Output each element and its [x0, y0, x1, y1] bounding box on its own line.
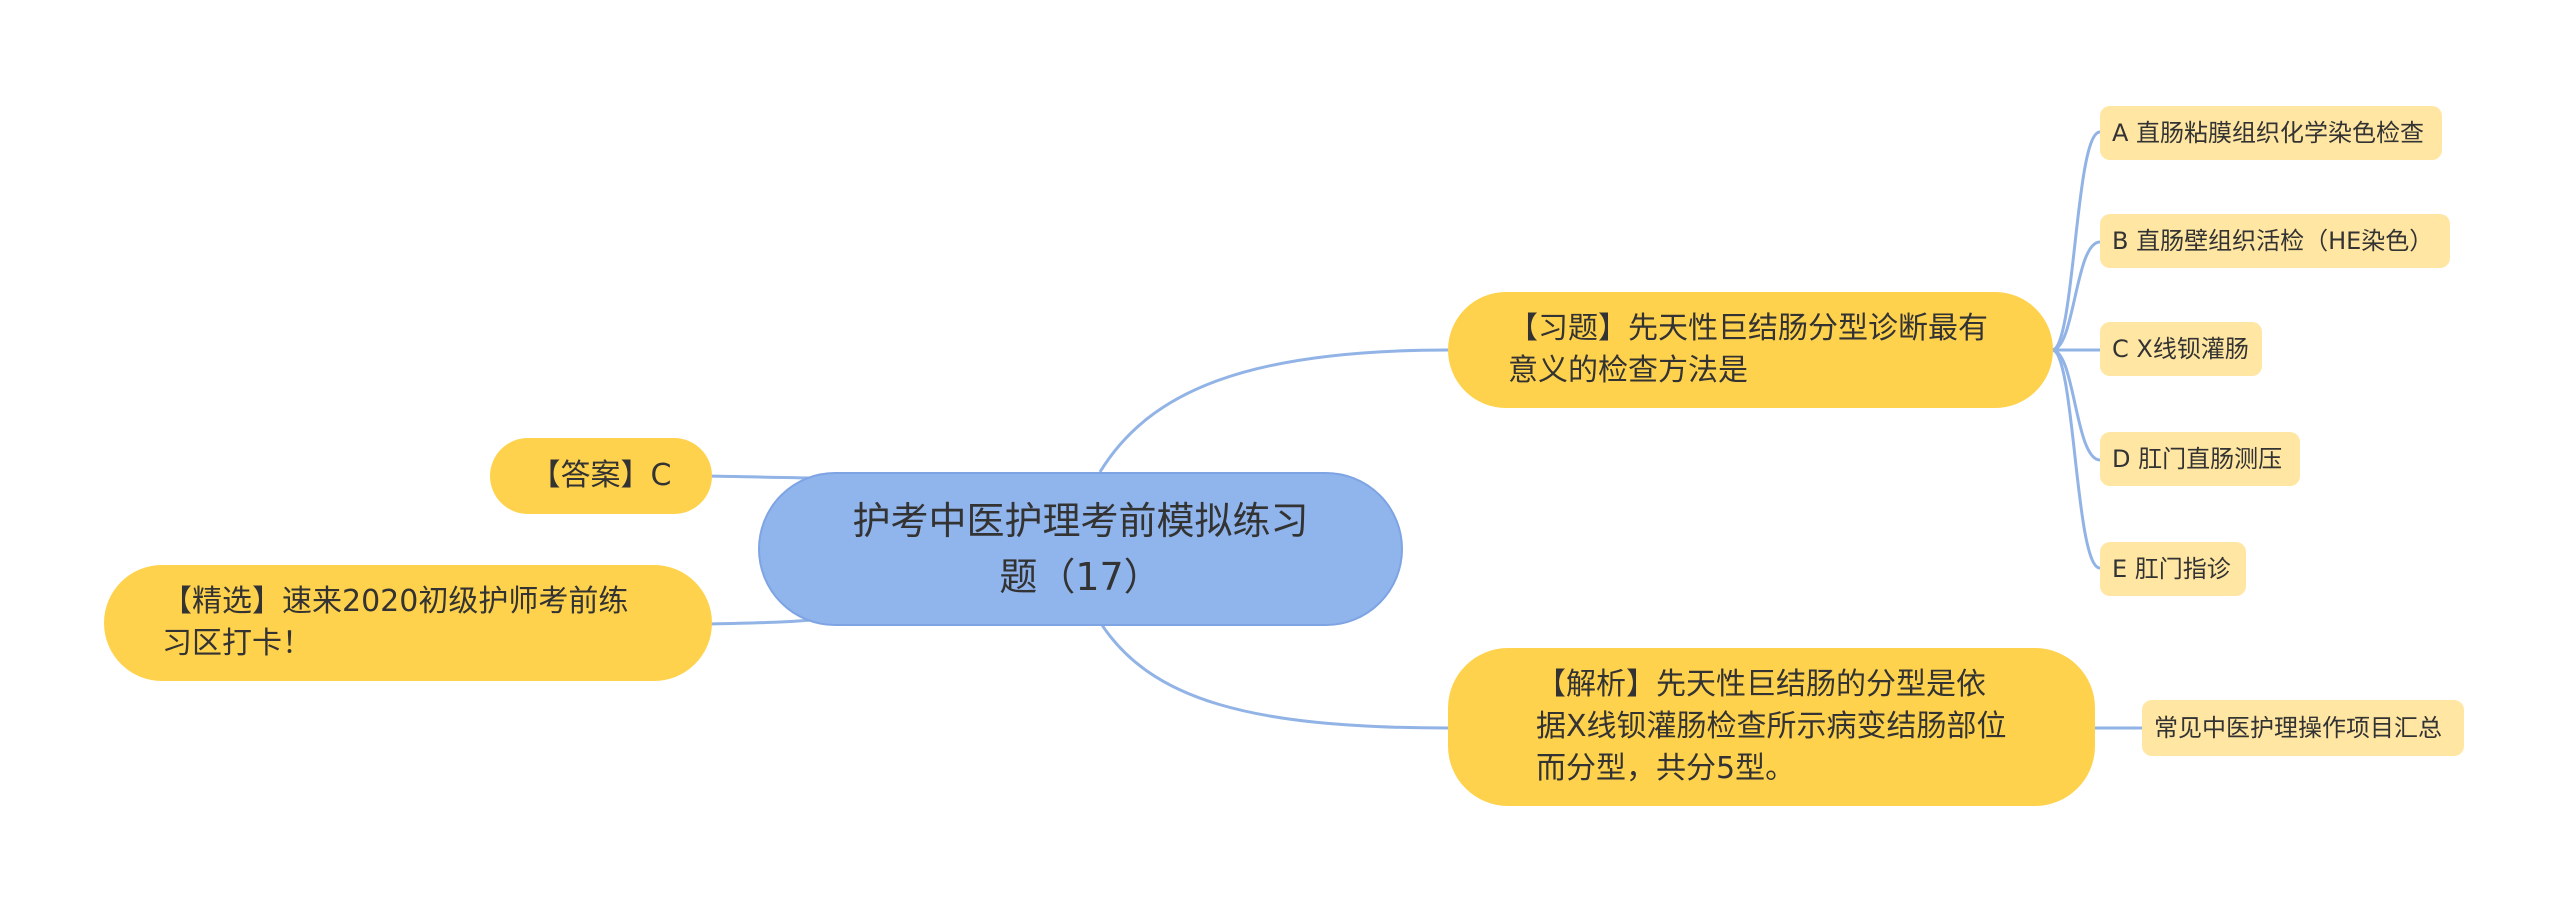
connector-option-b — [2051, 240, 2101, 352]
analysis-child-topic[interactable]: 常见中医护理操作项目汇总 — [2142, 700, 2464, 756]
question-topic[interactable]: 【习题】先天性巨结肠分型诊断最有意义的检查方法是 — [1448, 292, 2053, 408]
answer-topic-label: 【答案】C — [530, 458, 672, 493]
option-e-label: E 肛门指诊 — [2112, 555, 2231, 583]
root-topic[interactable]: 护考中医护理考前模拟练习题（17） — [758, 472, 1403, 626]
featured-topic[interactable]: 【精选】速来2020初级护师考前练习区打卡！ — [104, 565, 712, 681]
option-b[interactable]: B 直肠壁组织活检（HE染色） — [2100, 214, 2450, 268]
option-e[interactable]: E 肛门指诊 — [2100, 542, 2246, 596]
analysis-topic-label: 【解析】先天性巨结肠的分型是依据X线钡灌肠检查所示病变结肠部位而分型，共分5型。 — [1536, 667, 2007, 786]
featured-topic-label: 【精选】速来2020初级护师考前练习区打卡！ — [162, 584, 629, 661]
root-topic-label: 护考中医护理考前模拟练习题（17） — [852, 499, 1309, 599]
connector-root-analysis — [1098, 621, 1449, 730]
connector-option-a — [2051, 130, 2101, 352]
option-b-label: B 直肠壁组织活检（HE染色） — [2112, 227, 2434, 255]
option-d-label: D 肛门直肠测压 — [2112, 445, 2283, 473]
option-c[interactable]: C X线钡灌肠 — [2100, 322, 2262, 376]
connector-option-e — [2051, 348, 2101, 570]
answer-topic[interactable]: 【答案】C — [490, 438, 712, 514]
analysis-child-label: 常见中医护理操作项目汇总 — [2154, 714, 2442, 742]
option-a-label: A 直肠粘膜组织化学染色检查 — [2112, 119, 2425, 147]
connector-root-question — [1098, 348, 1449, 473]
question-topic-label: 【习题】先天性巨结肠分型诊断最有意义的检查方法是 — [1508, 311, 1988, 388]
connector-option-d — [2051, 348, 2101, 462]
analysis-topic[interactable]: 【解析】先天性巨结肠的分型是依据X线钡灌肠检查所示病变结肠部位而分型，共分5型。 — [1448, 648, 2095, 806]
option-a[interactable]: A 直肠粘膜组织化学染色检查 — [2100, 106, 2442, 160]
option-c-label: C X线钡灌肠 — [2112, 335, 2249, 363]
option-d[interactable]: D 肛门直肠测压 — [2100, 432, 2300, 486]
